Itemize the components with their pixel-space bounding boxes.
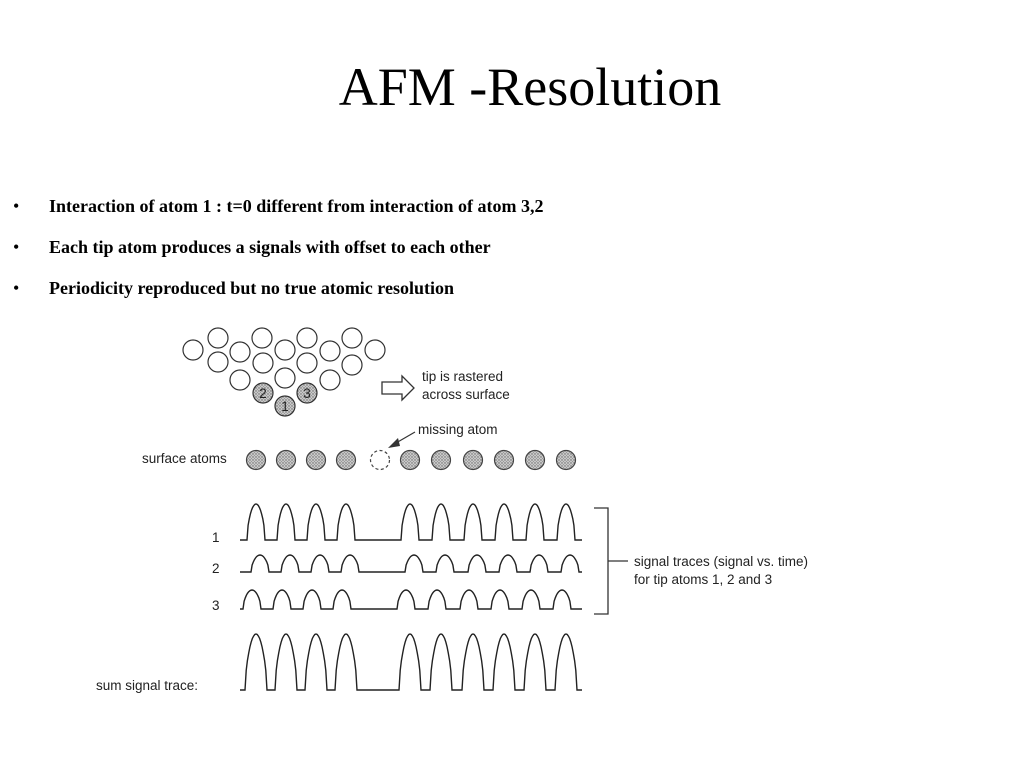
surface-atom [462, 449, 484, 471]
bullet-dot: • [13, 196, 20, 216]
signal-trace-2 [240, 554, 582, 573]
signal-label-line2: for tip atoms 1, 2 and 3 [634, 572, 772, 587]
signal-trace-3 [240, 589, 582, 610]
tip-atom-2 [252, 382, 274, 404]
tip-atom [319, 340, 341, 362]
tip-atom [229, 341, 251, 363]
tip-atom [319, 369, 341, 391]
surface-atoms [245, 449, 577, 471]
missing-atom-pointer [395, 431, 416, 444]
tip-label-line2: across surface [422, 387, 510, 402]
tip-label-line1: tip is rastered [422, 369, 503, 384]
surface-atom [430, 449, 452, 471]
tip-atom [252, 352, 274, 374]
surface-atom [245, 449, 267, 471]
surface-atom [335, 449, 357, 471]
tip-atom [229, 369, 251, 391]
bullet-item: • Interaction of atom 1 : t=0 different f… [8, 190, 543, 231]
tip-atom [341, 327, 363, 349]
tip-atom [274, 339, 296, 361]
tip-atom-label-3: 3 [303, 386, 311, 401]
bullet-text: Interaction of atom 1 : t=0 different fr… [49, 196, 544, 216]
tip-atom-3 [296, 382, 318, 404]
tip-atom [207, 327, 229, 349]
tip-atom-1 [274, 395, 296, 417]
slide-title: AFM -Resolution [338, 57, 722, 117]
surface-atom [524, 449, 546, 471]
bullet-text: Periodicity reproduced but no true atomi… [49, 278, 454, 298]
bullet-item: • Each tip atom produces a signals with o… [8, 231, 543, 272]
bullet-dot: • [13, 237, 20, 257]
signal-label-line1: signal traces (signal vs. time) [634, 554, 808, 569]
surface-atom [493, 449, 515, 471]
bullet-list: • Interaction of atom 1 : t=0 different f… [8, 190, 543, 313]
surface-atom [399, 449, 421, 471]
trace-label-3: 3 [212, 598, 220, 613]
tip-atom [296, 327, 318, 349]
missing-surface-atom [369, 449, 391, 471]
missing-atom-label: missing atom [418, 422, 498, 437]
tip-atom [296, 352, 318, 374]
trace-label-2: 2 [212, 561, 220, 576]
tip-atom [251, 327, 273, 349]
bullet-dot: • [13, 278, 20, 298]
signal-trace-1 [240, 503, 582, 541]
missing-atom-arrowhead-icon [388, 438, 400, 448]
tip-atom [207, 351, 229, 373]
bullet-text: Each tip atom produces a signals with of… [49, 237, 491, 257]
raster-arrow-icon [381, 374, 415, 402]
tip-atom-label-2: 2 [259, 386, 267, 401]
tip-atom-label-1: 1 [281, 399, 289, 414]
surface-atom [305, 449, 327, 471]
trace-label-1: 1 [212, 530, 220, 545]
tip-atoms [182, 327, 386, 417]
tip-atom [274, 367, 296, 389]
surface-atom [555, 449, 577, 471]
surface-atom [275, 449, 297, 471]
tip-atom [364, 339, 386, 361]
bullet-item: • Periodicity reproduced but no true atom… [8, 272, 543, 313]
sum-signal-trace [240, 633, 582, 691]
traces-bracket [594, 507, 628, 615]
sum-signal-label: sum signal trace: [96, 678, 198, 693]
tip-atom [182, 339, 204, 361]
tip-atom [341, 354, 363, 376]
surface-atoms-label: surface atoms [142, 451, 227, 466]
